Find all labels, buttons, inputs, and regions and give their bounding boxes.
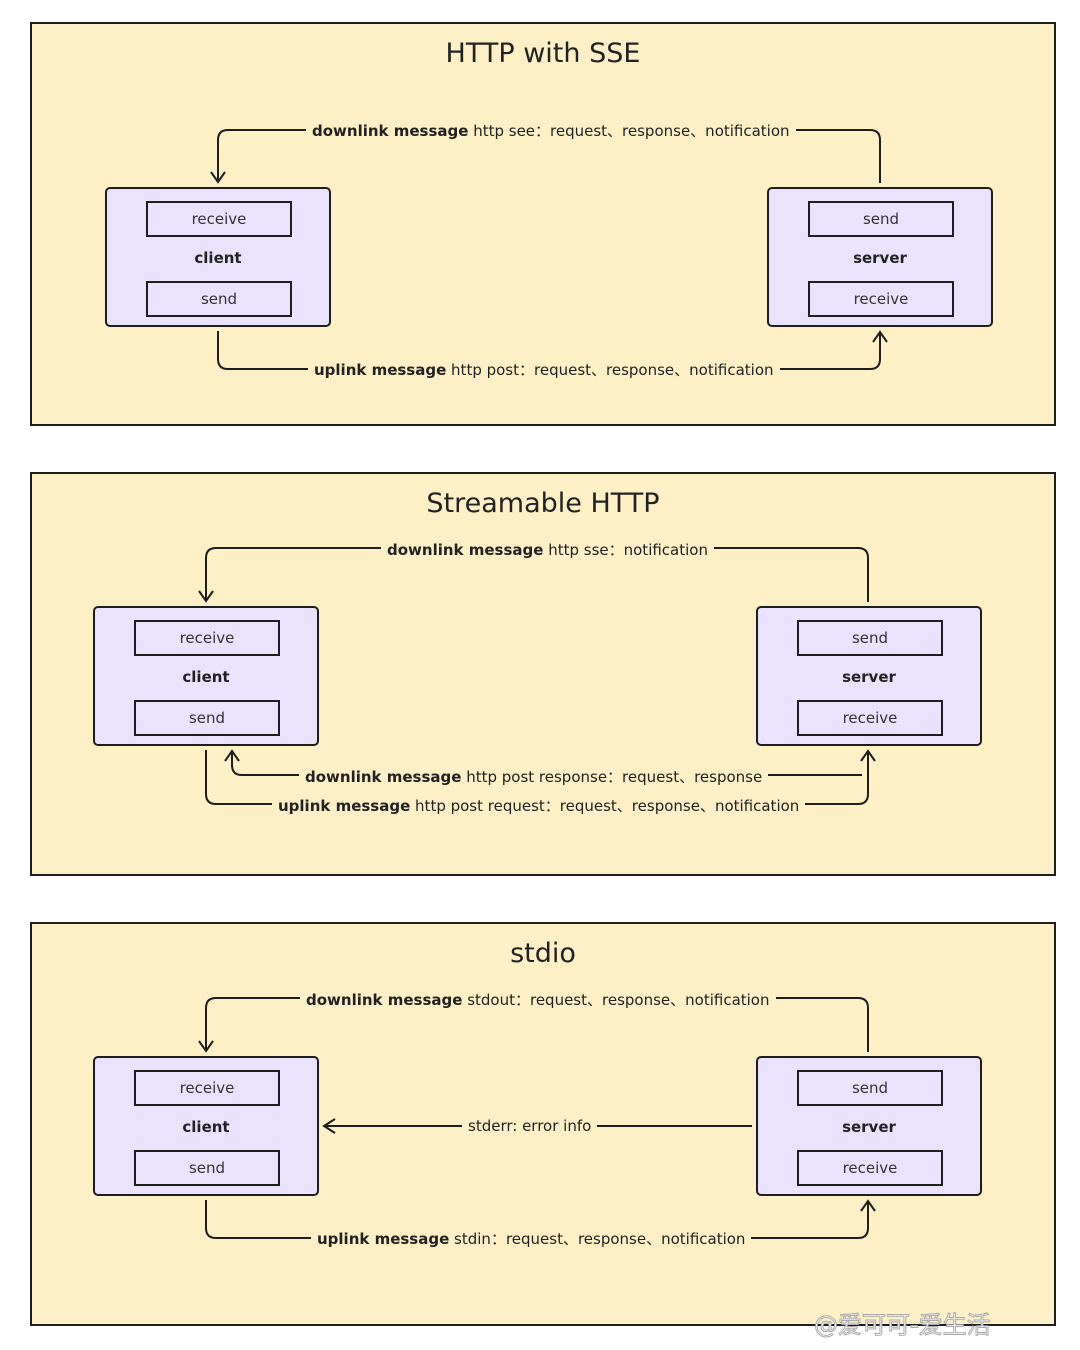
server-label: server bbox=[842, 668, 896, 686]
client-send-slot: send bbox=[134, 1150, 280, 1186]
stderr-arrowhead bbox=[322, 1118, 336, 1134]
downlink-label-text: stdout：request、response、notification bbox=[462, 991, 770, 1009]
server-label: server bbox=[842, 1118, 896, 1136]
downlink-sse-label-text: http sse：notification bbox=[543, 541, 708, 559]
downlink-label: downlink message http see：request、respon… bbox=[306, 120, 796, 141]
downlink-label-bold: downlink message bbox=[312, 122, 469, 140]
downlink-label-text: http see：request、response、notification bbox=[468, 122, 790, 140]
uplink-label: uplink message http post：request、respons… bbox=[308, 359, 780, 380]
server-receive-slot: receive bbox=[808, 281, 954, 317]
downlink-post-label-text: http post response：request、response bbox=[461, 768, 763, 786]
client-receive-slot: receive bbox=[146, 201, 292, 237]
panel-title: stdio bbox=[510, 938, 576, 969]
uplink-label-text: http post request：request、response、notif… bbox=[410, 797, 800, 815]
server-label: server bbox=[853, 249, 907, 267]
client-node: receive client send bbox=[105, 187, 331, 327]
stderr-label: stderr: error info bbox=[462, 1117, 598, 1135]
server-node: send server receive bbox=[756, 1056, 982, 1196]
downlink-post-label: downlink message http post response：requ… bbox=[299, 766, 769, 787]
downlink-post-label-bold: downlink message bbox=[305, 768, 462, 786]
client-label: client bbox=[194, 249, 242, 267]
downlink-sse-label-bold: downlink message bbox=[387, 541, 544, 559]
client-send-slot: send bbox=[134, 700, 280, 736]
client-node: receive client send bbox=[93, 606, 319, 746]
server-receive-slot: receive bbox=[797, 700, 943, 736]
uplink-label-text: http post：request、response、notification bbox=[446, 361, 774, 379]
uplink-label: uplink message http post request：request… bbox=[272, 795, 806, 816]
watermark: @爱可可-爱生活 bbox=[814, 1311, 992, 1340]
server-node: send server receive bbox=[756, 606, 982, 746]
uplink-label-bold: uplink message bbox=[278, 797, 411, 815]
uplink-label: uplink message stdin：request、response、no… bbox=[311, 1228, 752, 1249]
uplink-arrowhead bbox=[872, 330, 888, 343]
downlink-arrowhead bbox=[210, 171, 226, 184]
downlink-arrowhead bbox=[198, 1040, 214, 1053]
panel-title: HTTP with SSE bbox=[445, 38, 641, 69]
uplink-arrowhead bbox=[860, 1199, 876, 1212]
downlink-sse-arrowhead bbox=[198, 590, 214, 603]
uplink-label-text: stdin：request、response、notification bbox=[449, 1230, 746, 1248]
server-node: send server receive bbox=[767, 187, 993, 327]
downlink-label: downlink message stdout：request、response… bbox=[300, 989, 776, 1010]
client-receive-slot: receive bbox=[134, 1070, 280, 1106]
downlink-sse-label: downlink message http sse：notification bbox=[381, 539, 714, 560]
server-receive-slot: receive bbox=[797, 1150, 943, 1186]
server-send-slot: send bbox=[808, 201, 954, 237]
panel-title: Streamable HTTP bbox=[426, 488, 660, 519]
client-node: receive client send bbox=[93, 1056, 319, 1196]
uplink-label-bold: uplink message bbox=[314, 361, 447, 379]
downlink-label-bold: downlink message bbox=[306, 991, 463, 1009]
client-receive-slot: receive bbox=[134, 620, 280, 656]
downlink-post-arrowhead bbox=[224, 749, 240, 762]
uplink-arrowhead bbox=[860, 749, 876, 762]
client-label: client bbox=[182, 1118, 230, 1136]
client-label: client bbox=[182, 668, 230, 686]
uplink-label-bold: uplink message bbox=[317, 1230, 450, 1248]
server-send-slot: send bbox=[797, 620, 943, 656]
client-send-slot: send bbox=[146, 281, 292, 317]
server-send-slot: send bbox=[797, 1070, 943, 1106]
downlink-post-arrow bbox=[231, 752, 862, 776]
